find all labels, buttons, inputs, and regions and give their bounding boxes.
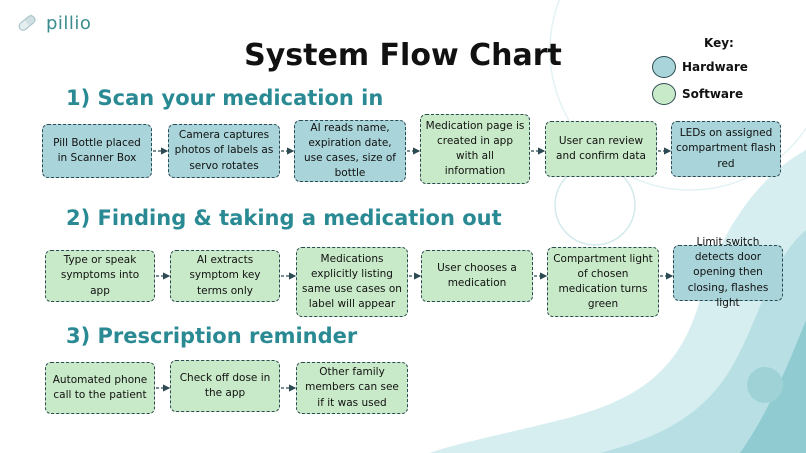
flow-step: Check off dose in the app bbox=[170, 360, 280, 412]
logo-text: pillio bbox=[46, 12, 92, 34]
key-label: Hardware bbox=[682, 60, 748, 74]
flow-step: Other family members can see if it was u… bbox=[296, 362, 408, 414]
flow-step: LEDs on assigned compartment flash red bbox=[671, 121, 781, 177]
flow-step: Compartment light of chosen medication t… bbox=[547, 247, 659, 317]
section-title-reminder: 3) Prescription reminder bbox=[66, 324, 358, 348]
section-title-scan: 1) Scan your medication in bbox=[66, 86, 384, 110]
page-title: System Flow Chart bbox=[244, 38, 562, 73]
key-item-software: Software bbox=[652, 83, 802, 105]
pill-icon bbox=[18, 14, 37, 31]
flow-step: Camera captures photos of labels as serv… bbox=[168, 124, 280, 178]
flow-step: Medications explicitly listing same use … bbox=[296, 247, 408, 317]
key-item-hardware: Hardware bbox=[652, 56, 802, 78]
flow-step: User chooses a medication bbox=[421, 250, 533, 302]
flow-step: User can review and confirm data bbox=[545, 121, 657, 177]
software-swatch bbox=[652, 83, 676, 105]
logo: pillio bbox=[14, 10, 91, 36]
flow-step: Automated phone call to the patient bbox=[45, 362, 155, 414]
hardware-swatch bbox=[652, 56, 676, 78]
key-title: Key: bbox=[704, 36, 734, 50]
flow-step: Pill Bottle placed in Scanner Box bbox=[42, 124, 152, 178]
section-title-finding: 2) Finding & taking a medication out bbox=[66, 206, 502, 230]
flow-step: Type or speak symptoms into app bbox=[45, 250, 155, 302]
flow-step: AI reads name, expiration date, use case… bbox=[294, 120, 406, 182]
flow-step: Medication page is created in app with a… bbox=[420, 114, 530, 184]
key-label: Software bbox=[682, 87, 744, 101]
key-legend: Key: Hardware Software bbox=[652, 36, 802, 110]
flow-step: Limit switch detects door opening then c… bbox=[673, 236, 783, 309]
flow-step: AI extracts symptom key terms only bbox=[170, 250, 280, 302]
